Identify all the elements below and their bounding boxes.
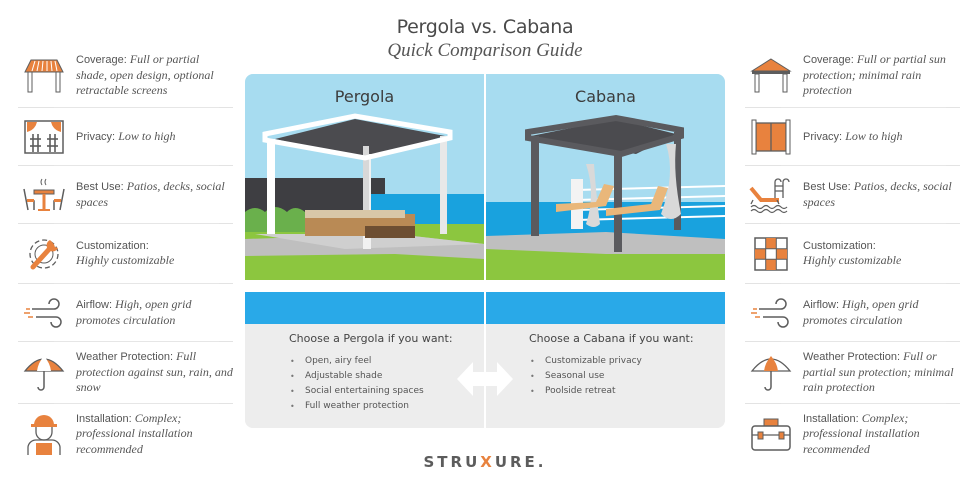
list-item: Customizable privacy bbox=[529, 354, 725, 369]
wind-icon bbox=[745, 291, 797, 335]
choose-cabana-heading: Choose a Cabana if you want: bbox=[529, 332, 694, 345]
cabana-features-list: Coverage: Full or partial sun protection… bbox=[745, 44, 960, 464]
page-title: Pergola vs. Cabana bbox=[396, 16, 574, 38]
construction-worker-icon bbox=[18, 412, 70, 456]
list-item: Poolside retreat bbox=[529, 384, 725, 399]
wind-icon bbox=[18, 291, 70, 335]
choose-pergola-block: Choose a Pergola if you want: Open, airy… bbox=[289, 332, 489, 414]
pergola-roof-icon bbox=[18, 54, 70, 98]
curtain-panel-icon bbox=[745, 115, 797, 159]
list-item: Seasonal use bbox=[529, 369, 725, 384]
feature-row-privacy: Privacy: Low to high bbox=[745, 108, 960, 166]
choose-cabana-block: Choose a Cabana if you want: Customizabl… bbox=[529, 332, 725, 399]
pool-lounger-icon bbox=[745, 173, 797, 217]
feature-row-best-use: Best Use: Patios, decks, social spaces bbox=[18, 166, 233, 224]
feature-row-customization: Customization:Highly customizable bbox=[745, 224, 960, 284]
pergola-features-list: Coverage: Full or partial shade, open de… bbox=[18, 44, 233, 464]
feature-row-customization: Customization:Highly customizable bbox=[18, 224, 233, 284]
feature-row-coverage: Coverage: Full or partial sun protection… bbox=[745, 44, 960, 108]
umbrella-icon bbox=[18, 351, 70, 395]
pergola-scene: Pergola bbox=[245, 74, 484, 314]
comparison-illustration-panel: Pergola Cabana Choose a Pergola if you w… bbox=[245, 74, 725, 428]
list-item: Full weather protection bbox=[289, 399, 489, 414]
feature-row-coverage: Coverage: Full or partial shade, open de… bbox=[18, 44, 233, 108]
pergola-scene-title: Pergola bbox=[334, 87, 395, 106]
cabana-scene-title: Cabana bbox=[575, 87, 636, 106]
feature-row-installation: Installation: Complex; professional inst… bbox=[745, 404, 960, 464]
center-divider bbox=[484, 74, 486, 428]
toolbox-icon bbox=[745, 412, 797, 456]
list-item: Social entertaining spaces bbox=[289, 384, 489, 399]
feature-row-airflow: Airflow: High, open grid promotes circul… bbox=[18, 284, 233, 342]
feature-row-weather: Weather Protection: Full protection agai… bbox=[18, 342, 233, 404]
feature-row-installation: Installation: Complex; professional inst… bbox=[18, 404, 233, 464]
feature-row-privacy: Privacy: Low to high bbox=[18, 108, 233, 166]
umbrella-icon bbox=[745, 351, 797, 395]
struxure-logo: STRUXURE. bbox=[423, 453, 547, 471]
feature-row-best-use: Best Use: Patios, decks, social spaces bbox=[745, 166, 960, 224]
privacy-screen-icon bbox=[18, 115, 70, 159]
double-arrow-icon bbox=[457, 362, 513, 396]
cabana-scene: Cabana bbox=[486, 74, 725, 314]
list-item: Open, airy feel bbox=[289, 354, 489, 369]
checker-grid-icon bbox=[745, 232, 797, 276]
choose-pergola-heading: Choose a Pergola if you want: bbox=[289, 332, 453, 345]
feature-row-weather: Weather Protection: Full or partial sun … bbox=[745, 342, 960, 404]
feature-row-airflow: Airflow: High, open grid promotes circul… bbox=[745, 284, 960, 342]
list-item: Adjustable shade bbox=[289, 369, 489, 384]
wrench-gear-icon bbox=[18, 232, 70, 276]
cabana-roof-icon bbox=[745, 54, 797, 98]
dining-table-icon bbox=[18, 173, 70, 217]
page-subtitle: Quick Comparison Guide bbox=[387, 40, 583, 61]
